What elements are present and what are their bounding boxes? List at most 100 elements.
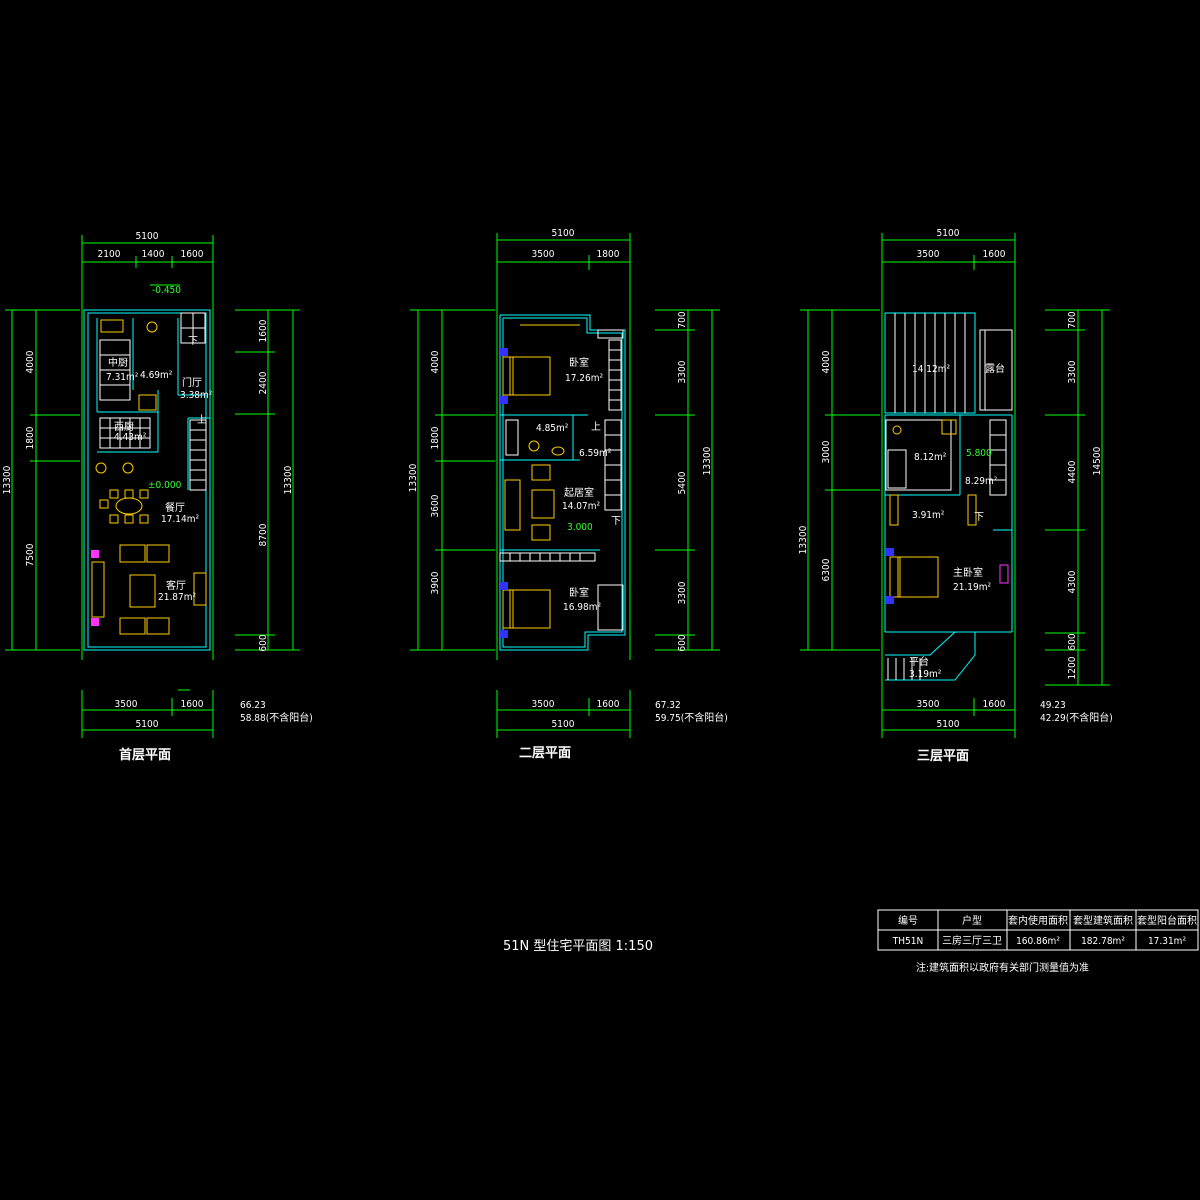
right-part-dim-2: 3300: [1067, 360, 1078, 383]
plan-caption: 二层平面: [519, 746, 571, 761]
plan-caption: 首层平面: [119, 747, 171, 763]
table-cell: 160.86m²: [1016, 936, 1060, 947]
bottom-total-dim: 5100: [552, 719, 575, 730]
table-cell: 17.31m²: [1148, 936, 1187, 947]
right-part-dim-4: 4300: [1067, 570, 1078, 593]
left-part-dim-1: 4000: [25, 350, 36, 373]
stair-mark: 上: [197, 414, 207, 426]
room-area: 3.19m²: [909, 669, 942, 680]
area-sub: 42.29(不含阳台): [1040, 711, 1113, 724]
area-sub: 59.75(不含阳台): [655, 711, 728, 724]
room-name: 餐厅: [165, 501, 185, 514]
room-name: 西厨: [114, 421, 134, 433]
table-note: 注:建筑面积以政府有关部门测量值为准: [916, 961, 1089, 974]
area-main: 67.32: [655, 700, 681, 711]
right-total-dim: 13300: [283, 465, 294, 494]
room-area: 7.31m²: [106, 372, 139, 383]
bottom-part-dim-1: 3500: [115, 699, 138, 710]
right-part-dim-1: 1600: [258, 319, 269, 342]
room-name: 平台: [909, 655, 929, 668]
area-table: 编号 户型 套内使用面积 套型建筑面积 套型阳台面积 TH51N 三房三厅三卫 …: [877, 909, 1199, 974]
level-label: -0.450: [152, 285, 181, 296]
room-name: 主卧室: [953, 566, 983, 579]
room-area: 16.98m²: [563, 602, 602, 613]
bottom-part-dim-2: 1600: [983, 699, 1006, 710]
bottom-part-dim-1: 3500: [532, 699, 555, 710]
right-part-dim-4: 600: [258, 634, 269, 651]
room-area: 21.87m²: [158, 592, 197, 603]
top-total-dim: 5100: [937, 228, 960, 239]
plan-ground-floor: 5100 2100 1400 1600 -0.450 13300 4000 18…: [2, 231, 313, 763]
colored-marks: [886, 548, 1009, 604]
bottom-part-dim-2: 1600: [597, 699, 620, 710]
left-total-dim: 13300: [408, 463, 419, 492]
table-header: 户型: [962, 914, 982, 927]
plan-second-floor: 5100 3500 1800 13300 4000 1800 3600 3900…: [408, 228, 728, 761]
plan-third-floor: 5100 3500 1600 13300 4000 3000 6300 1450…: [798, 228, 1113, 764]
room-area: 8.29m²: [965, 476, 998, 487]
right-part-dim-5: 600: [677, 634, 688, 651]
blue-marks: [500, 348, 508, 638]
right-total-dim: 13300: [702, 446, 713, 475]
table-header: 编号: [898, 914, 918, 927]
room-area: 3.91m²: [912, 510, 945, 521]
area-sub: 58.88(不含阳台): [240, 711, 313, 724]
table-header: 套型建筑面积: [1073, 914, 1133, 927]
room-area: 4.85m²: [536, 423, 569, 434]
top-total-dim: 5100: [552, 228, 575, 239]
drawing-title: 51N 型住宅平面图 1:150: [503, 939, 653, 954]
room-area: 14.07m²: [562, 501, 601, 512]
top-dimension-lines: [5, 235, 300, 738]
plan-caption: 三层平面: [917, 749, 969, 764]
right-part-dim-3: 4400: [1067, 460, 1078, 483]
right-part-dim-2: 2400: [258, 371, 269, 394]
area-main: 49.23: [1040, 700, 1066, 711]
deck-and-stair: [885, 313, 1013, 680]
stair-mark: 下: [188, 336, 198, 347]
right-part-dim-6: 1200: [1067, 656, 1078, 679]
walls: [499, 314, 626, 651]
dimension-lines: [410, 233, 720, 738]
furniture: [889, 419, 977, 598]
room-name: 露台: [985, 362, 1005, 375]
room-area: 14.12m²: [912, 364, 951, 375]
right-part-dim-4: 3300: [677, 581, 688, 604]
level-label: 5.800: [966, 448, 992, 459]
room-name: 卧室: [569, 586, 589, 599]
top-part-dim-2: 1400: [142, 249, 165, 260]
room-name: 中厨: [108, 356, 128, 369]
left-part-dim-3: 3600: [430, 494, 441, 517]
table-cell: 三房三厅三卫: [942, 934, 1002, 947]
top-part-dim-2: 1600: [983, 249, 1006, 260]
left-part-dim-1: 4000: [430, 350, 441, 373]
right-part-dim-5: 600: [1067, 633, 1078, 650]
table-cell: 182.78m²: [1081, 936, 1125, 947]
room-area: 4.43m²: [114, 432, 147, 443]
room-name: 卧室: [569, 356, 589, 369]
room-area: 4.69m²: [140, 370, 173, 381]
table-header: 套型阳台面积: [1137, 914, 1197, 927]
table-header: 套内使用面积: [1008, 914, 1068, 927]
room-area: 3.38m²: [180, 390, 213, 401]
purple-marks: [91, 550, 99, 626]
left-part-dim-3: 6300: [821, 558, 832, 581]
top-part-dim-1: 2100: [98, 249, 121, 260]
bottom-part-dim-2: 1600: [181, 699, 204, 710]
left-part-dim-3: 7500: [25, 543, 36, 566]
table-cell: TH51N: [892, 936, 923, 947]
bottom-part-dim-1: 3500: [917, 699, 940, 710]
room-area: 17.14m²: [161, 514, 200, 525]
furniture: [91, 319, 207, 635]
top-part-dim-2: 1800: [597, 249, 620, 260]
level-label: ±0.000: [148, 480, 182, 491]
stair-mark: 下: [611, 516, 621, 527]
left-part-dim-2: 1800: [25, 426, 36, 449]
left-part-dim-2: 1800: [430, 426, 441, 449]
top-part-dim-1: 3500: [917, 249, 940, 260]
stair-mark: 下: [974, 512, 984, 523]
room-name: 客厅: [166, 579, 186, 592]
left-total-dim: 13300: [2, 465, 13, 494]
right-part-dim-2: 3300: [677, 360, 688, 383]
left-total-dim: 13300: [798, 525, 809, 554]
